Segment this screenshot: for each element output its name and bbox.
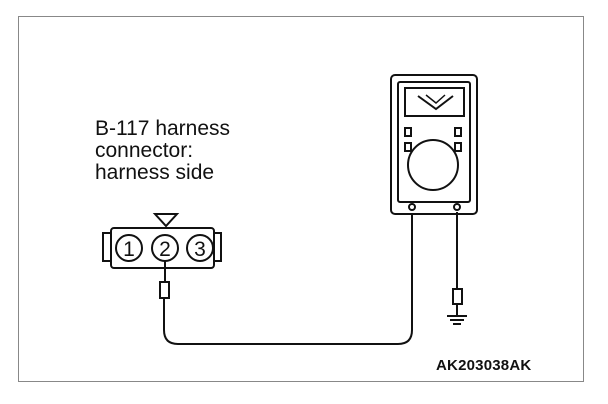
connector-pin-3 <box>186 234 214 262</box>
meter-button <box>404 127 412 137</box>
meter-button <box>404 142 412 152</box>
pin-label-2: 2 <box>159 238 171 261</box>
connector-label-line2: connector: <box>95 139 194 162</box>
pin-label-1: 1 <box>123 238 135 261</box>
connector-label-line1: B-117 harness <box>95 117 231 140</box>
voltmeter <box>390 74 478 215</box>
diagram-frame <box>18 16 584 382</box>
meter-terminal <box>453 203 461 211</box>
figure-code: AK203038AK <box>436 357 532 374</box>
meter-button <box>454 142 462 152</box>
pin-label-3: 3 <box>194 238 206 261</box>
connector-pin-1 <box>115 234 143 262</box>
connector-label-line3: harness side <box>95 161 215 184</box>
connector-key-triangle <box>152 213 180 228</box>
connector-label: B-117 harness connector: harness side <box>95 118 230 184</box>
harness-connector <box>102 213 222 269</box>
probe-wire <box>159 212 413 345</box>
meter-dial-icon <box>407 139 459 191</box>
ground-lead <box>447 212 467 325</box>
meter-terminal <box>408 203 416 211</box>
meter-button <box>454 127 462 137</box>
